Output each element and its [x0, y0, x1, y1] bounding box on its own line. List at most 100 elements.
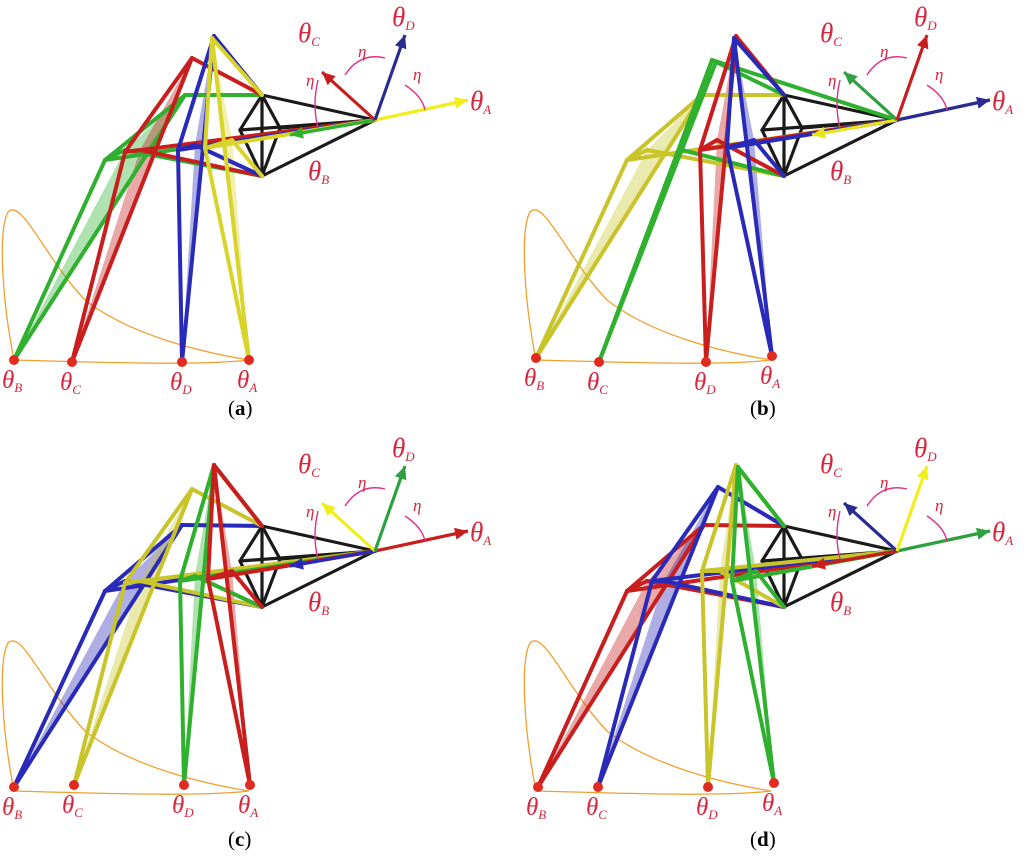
leg-a-link-0	[725, 146, 774, 358]
arrow-label-theta-a: θA	[470, 86, 491, 117]
arrow-label-theta-d: θD	[392, 435, 415, 464]
theta-subscript: D	[927, 449, 937, 464]
leg-c-link-1	[123, 56, 194, 154]
arrow-label-theta-a: θA	[992, 519, 1013, 548]
foot-c-marker	[594, 357, 604, 367]
panel-caption: (a)	[228, 398, 253, 419]
leg-d-link-0	[176, 148, 184, 364]
leg-a-link-5	[230, 569, 264, 609]
theta-subscript: B	[14, 380, 23, 395]
body-frame-link-0	[260, 524, 282, 561]
theta-symbol: θ	[470, 86, 484, 116]
leg-a-link-4	[736, 465, 786, 528]
body-frame-link-6	[260, 118, 377, 178]
arrow-b-shaft	[289, 118, 376, 137]
theta-symbol: θ	[237, 367, 250, 394]
arrow-b-head	[812, 126, 826, 139]
leg-d-link-0	[698, 148, 708, 364]
theta-symbol: θ	[298, 18, 312, 48]
foot-label-theta-b: θB	[526, 795, 546, 821]
leg-c-link-3	[680, 58, 714, 152]
foot-label-theta-c: θC	[587, 370, 608, 396]
leg-a-link-2	[212, 463, 252, 787]
leg-a-link-5	[230, 138, 264, 178]
theta-subscript: B	[843, 603, 852, 618]
body-frame-link-5	[260, 524, 377, 553]
body-frame-link-6	[782, 118, 899, 178]
leg-a-link-2	[732, 36, 774, 358]
theta-symbol: θ	[526, 794, 539, 821]
arrow-b-shaft	[811, 549, 898, 568]
leg-a-link-0	[206, 577, 252, 787]
leg-b-link-1	[625, 523, 706, 593]
eta-arc-0	[866, 56, 908, 76]
body-frame-link-6	[260, 549, 377, 609]
theta-symbol: θ	[820, 18, 834, 48]
eta-arc-1	[926, 515, 948, 542]
arrow-d-shaft	[895, 465, 929, 552]
leg-d-link-0	[178, 579, 186, 787]
foot-trajectory-curve	[1, 640, 250, 795]
foot-a-marker	[769, 778, 779, 788]
body-frame-link-0	[260, 93, 282, 130]
foot-a-marker	[244, 355, 254, 365]
body-frame-link-0	[782, 93, 804, 130]
leg-b-link-1	[625, 93, 704, 162]
foot-c-marker	[69, 780, 79, 790]
eta-label-0: η	[358, 42, 367, 61]
foot-label-theta-d: θD	[170, 370, 192, 396]
foot-trajectory-curve	[1, 209, 250, 364]
arrow-d-head	[917, 35, 929, 50]
eta-label-2: η	[306, 502, 315, 521]
theta-subscript: A	[772, 376, 781, 391]
caption-open: (	[750, 396, 757, 420]
eta-label-2: η	[828, 502, 837, 521]
body-frame-link-1	[238, 524, 264, 563]
theta-symbol: θ	[2, 367, 15, 394]
arrow-d-shaft	[373, 34, 407, 121]
foot-label-theta-a: θA	[760, 364, 780, 390]
eta-label-1: η	[413, 65, 422, 84]
theta-subscript: D	[184, 805, 194, 820]
foot-label-theta-a: θA	[762, 791, 782, 817]
theta-subscript: C	[74, 805, 83, 820]
leg-d-link-2	[706, 463, 738, 789]
theta-symbol: θ	[170, 369, 183, 396]
foot-d-marker	[703, 782, 713, 792]
leg-b-link-0	[12, 589, 107, 789]
theta-subscript: C	[598, 807, 607, 822]
foot-c-marker	[593, 782, 603, 792]
theta-subscript: D	[182, 382, 192, 397]
foot-b-marker	[533, 782, 543, 792]
caption-letter: d	[757, 827, 769, 851]
arrow-label-theta-d: θD	[914, 435, 937, 464]
foot-label-theta-b: θB	[2, 368, 22, 394]
theta-subscript: C	[833, 465, 842, 480]
eta-arc-1	[926, 84, 948, 111]
eta-arc-1	[404, 84, 426, 111]
foot-d-marker	[179, 780, 189, 790]
arrow-d-shaft	[373, 465, 407, 552]
foot-a-marker	[245, 780, 255, 790]
arrow-label-theta-c: θC	[298, 451, 320, 480]
eta-label-0: η	[880, 473, 889, 492]
leg-a-link-4	[210, 36, 264, 97]
panel-caption: (d)	[750, 829, 776, 850]
arrow-a-head	[976, 96, 990, 109]
eta-arc-1	[404, 515, 426, 542]
caption-letter: c	[235, 827, 245, 851]
foot-trajectory-curve	[523, 640, 772, 795]
theta-subscript: C	[311, 465, 320, 480]
leg-c-link-0	[72, 581, 127, 787]
leg-d-link-2	[182, 463, 216, 787]
caption-open: (	[750, 827, 757, 851]
leg-d-link-0	[700, 569, 710, 789]
arrow-a-shaft	[896, 529, 991, 553]
leg-a-link-0	[203, 146, 251, 362]
arrow-d-shaft	[895, 34, 929, 121]
arrow-a-head	[976, 527, 990, 540]
theta-subscript: D	[706, 382, 716, 397]
